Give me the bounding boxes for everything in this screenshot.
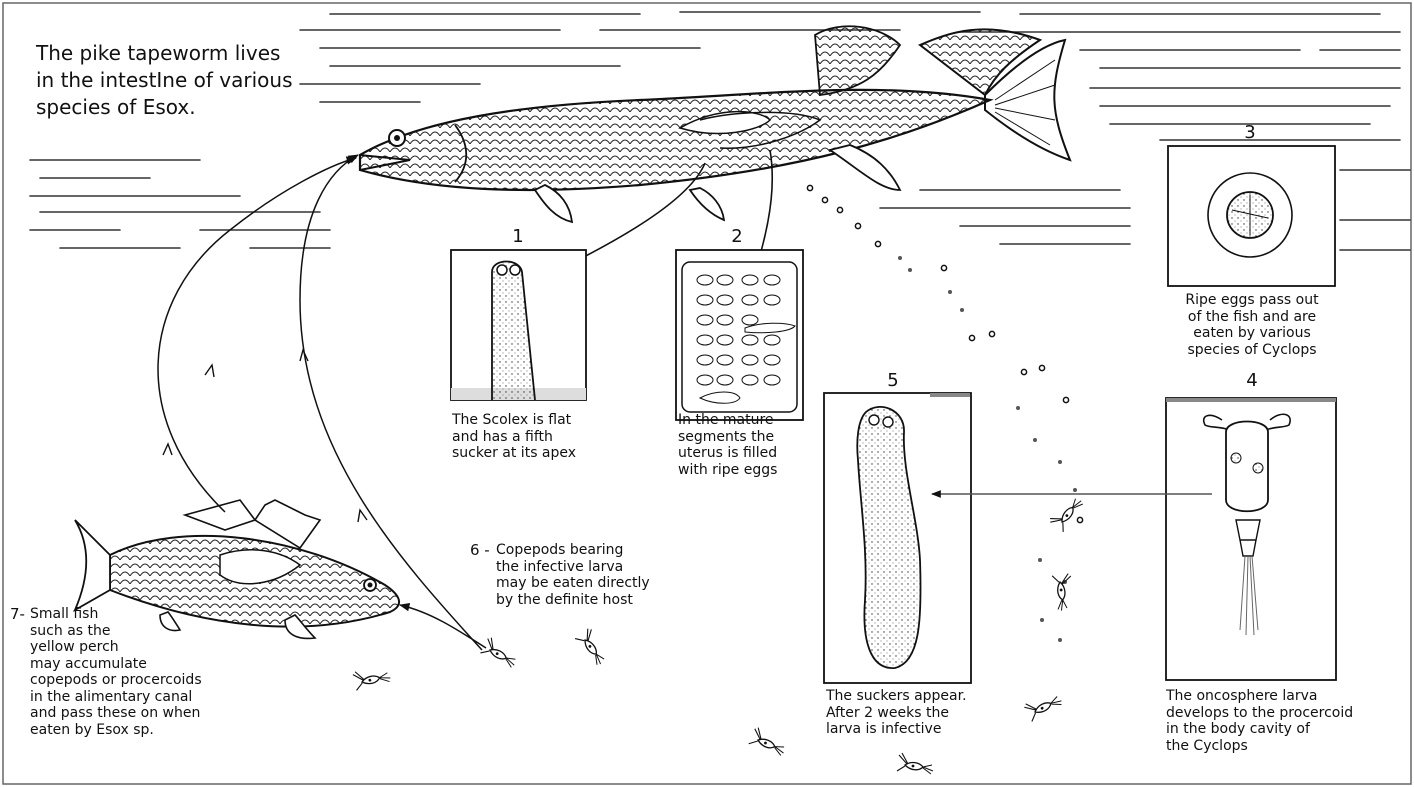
panel-5-caption: The suckers appear. After 2 weeks the la…	[826, 688, 967, 738]
pike-icon	[360, 26, 1070, 222]
panel-3-number: 3	[1235, 122, 1265, 143]
copepod-icon	[350, 492, 1083, 774]
panel-1-number: 1	[503, 226, 533, 247]
panel-3-caption: Ripe eggs pass out of the fish and are e…	[1162, 292, 1342, 358]
step-7-text: Small fish such as the yellow perch may …	[30, 606, 202, 738]
panel-5-procercoid	[824, 393, 971, 683]
panel-3-egg	[1168, 146, 1335, 286]
panel-5-number: 5	[878, 370, 908, 391]
panel-4-number: 4	[1237, 370, 1267, 391]
step-7-number: 7-	[10, 606, 25, 624]
panel-1-scolex	[451, 250, 586, 400]
panel-2-proglottid	[676, 250, 803, 420]
panel-4-cyclops	[1166, 398, 1336, 680]
panel-4-caption: The oncosphere larva develops to the pro…	[1166, 688, 1353, 754]
arrowheads-mid	[163, 350, 367, 522]
intro-text: The pike tapeworm lives in the intestIne…	[36, 40, 292, 120]
panel-1-caption: The Scolex is flat and has a fifth sucke…	[452, 412, 576, 462]
step-6-text: Copepods bearing the infective larva may…	[496, 542, 650, 608]
panel-2-caption: In the mature segments the uterus is fil…	[678, 412, 777, 478]
step-6-number: 6 -	[470, 542, 490, 560]
panel-2-number: 2	[722, 226, 752, 247]
